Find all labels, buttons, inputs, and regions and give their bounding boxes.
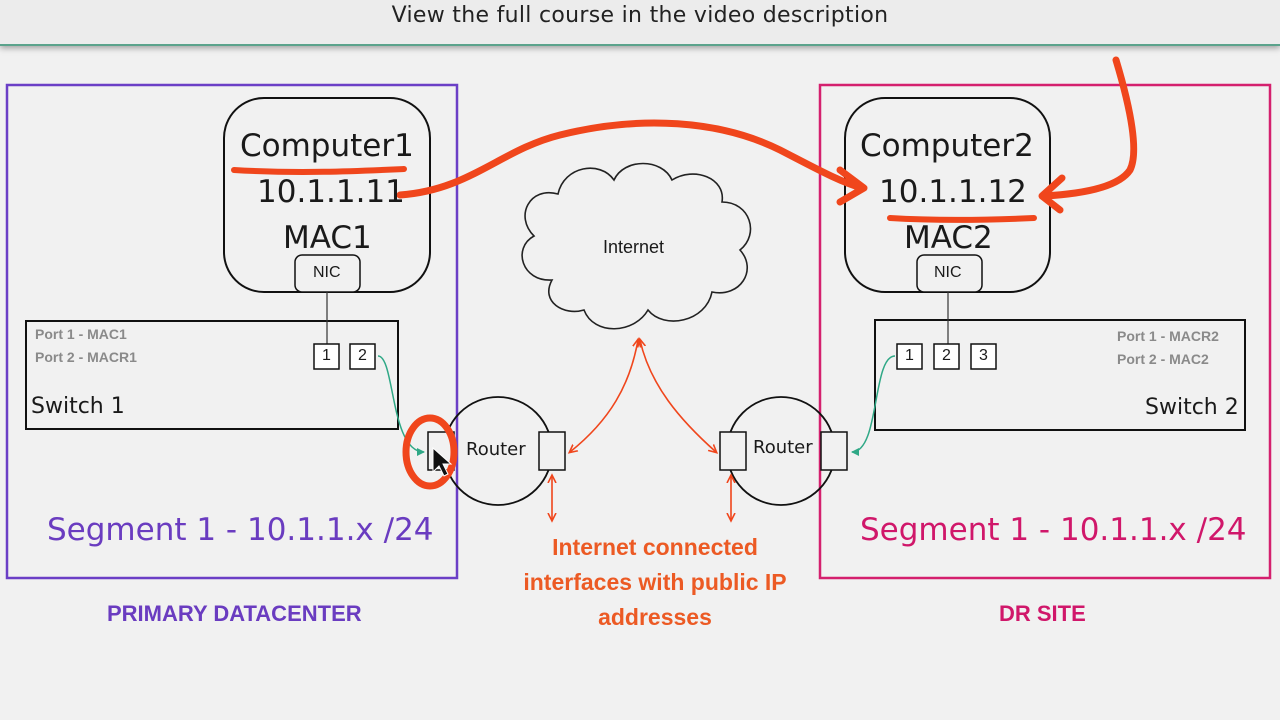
course-banner: View the full course in the video descri… [0, 0, 1280, 46]
internet-label: Internet [603, 237, 665, 257]
primary-site-label: PRIMARY DATACENTER [107, 601, 362, 626]
computer2-nic-label: NIC [934, 264, 962, 281]
computer1-ip: 10.1.1.11 [257, 174, 405, 210]
router1-interface-circle-annotation [402, 414, 458, 490]
switch2-port-1-label: 1 [905, 347, 914, 364]
public-ip-note-line: interfaces with public IP [523, 569, 787, 595]
dr-site-frame [818, 83, 1272, 580]
router2-inside-interface [820, 431, 848, 471]
public-ip-note-line: addresses [598, 604, 712, 630]
switch1-router1-link [377, 355, 425, 456]
switch2-port-3 [970, 343, 997, 370]
mouse-cursor [432, 446, 453, 477]
computer2-name: Computer2 [860, 128, 1034, 164]
switch1-port-2-label: 2 [358, 347, 367, 364]
computer1-name: Computer1 [240, 128, 414, 164]
switch2-port-entry: Port 2 - MAC2 [1117, 351, 1209, 367]
computer2-ip: 10.1.1.12 [879, 174, 1027, 210]
nic2-box [916, 254, 983, 293]
computer1-nic-label: NIC [313, 264, 341, 281]
incoming-arrowhead-annotation [1038, 174, 1066, 214]
router2-outside-interface [719, 431, 747, 471]
switch1-name: Switch 1 [31, 394, 125, 419]
dr-segment-label: Segment 1 - 10.1.1.x /24 [860, 512, 1247, 548]
banner-text: View the full course in the video descri… [391, 3, 889, 28]
switch1-port-entry: Port 1 - MAC1 [35, 326, 127, 342]
internet-cloud [521, 162, 752, 330]
switch2-port-2-label: 2 [942, 347, 951, 364]
switch1-port-1-label: 1 [322, 347, 331, 364]
ip-to-ip-arrow-annotation [396, 119, 866, 199]
switch1-box [25, 320, 399, 430]
switch2-name: Switch 2 [1145, 395, 1239, 420]
incoming-arrow-annotation [1040, 56, 1138, 200]
ip-to-ip-arrowhead-annotation [836, 166, 868, 206]
computer1-mac: MAC1 [283, 220, 372, 256]
public-ip-note: Internet connected interfaces with publi… [490, 530, 820, 635]
internet-to-router2-link [640, 340, 716, 452]
switch1-port-2 [349, 343, 376, 370]
computer2-ip-underline-annotation [887, 215, 1037, 223]
public-ip-note-line: Internet connected [552, 534, 758, 560]
dr-site-label: DR SITE [999, 601, 1086, 626]
switch1-port-entry: Port 2 - MACR1 [35, 349, 137, 365]
computer2-mac: MAC2 [904, 220, 993, 256]
switch2-port-2 [933, 343, 960, 370]
computer1-underline-annotation [231, 166, 407, 175]
switch2-box [874, 319, 1246, 431]
switch2-port-3-label: 3 [979, 347, 988, 364]
switch1-port-1 [313, 343, 340, 370]
switch2-port-1 [896, 343, 923, 370]
primary-datacenter-frame [5, 83, 459, 580]
router1-label: Router [466, 439, 526, 460]
switch2-router2-link [851, 355, 896, 456]
router1-outside-interface [538, 431, 566, 471]
internet-to-router1-link [570, 340, 638, 452]
switch2-port-entry: Port 1 - MACR2 [1117, 328, 1219, 344]
primary-segment-label: Segment 1 - 10.1.1.x /24 [47, 512, 434, 548]
router2-label: Router [753, 437, 813, 458]
